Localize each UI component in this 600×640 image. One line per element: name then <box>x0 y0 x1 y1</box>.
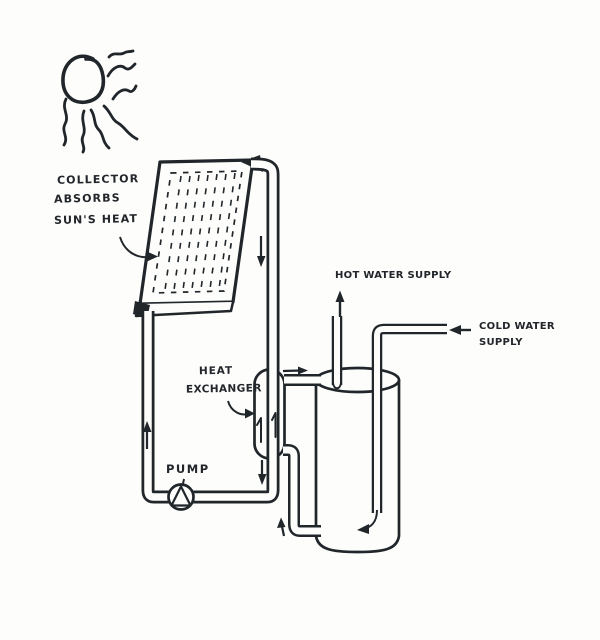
collector-absorber-lines <box>164 172 236 291</box>
heat-exchanger-flow-marks <box>256 412 277 443</box>
storage-tank <box>314 366 401 554</box>
left-arrow-cold-water <box>449 325 471 335</box>
heat-exchanger-label-line2: EXCHANGER <box>185 382 262 396</box>
cold-water-supply-label-line2: SUPPLY <box>479 337 523 348</box>
sun-rays <box>62 49 139 154</box>
up-arrow-hot-water <box>335 290 345 317</box>
circulation-pump <box>167 478 195 511</box>
solar-collector-panel <box>133 155 263 319</box>
heat-exchanger-label-line1: HEAT <box>198 364 234 378</box>
heat-exchanger-arrow <box>227 400 255 419</box>
hot-water-supply-label: HOT WATER SUPPLY <box>335 270 452 281</box>
collector-note-line2: ABSORBS <box>53 191 121 206</box>
up-arrow-left-pipe <box>143 421 152 449</box>
collector-inner-dashed-border <box>152 170 243 294</box>
tank-top-ellipse <box>314 366 401 394</box>
up-arrow-return-pipe <box>277 517 286 537</box>
tank-body <box>314 380 401 554</box>
pump-triangle <box>170 485 192 507</box>
tank-to-exchanger-return-pipe <box>282 444 321 537</box>
cold-water-supply-label-line1: COLD WATER <box>479 321 555 332</box>
pump-label: PUMP <box>166 462 210 476</box>
collector-note-line1: COLLECTOR <box>56 172 140 187</box>
right-arrow-into-tank <box>282 366 308 375</box>
annotation-arrows <box>119 236 255 419</box>
hot-pipe-open-end <box>332 382 342 390</box>
hot-water-supply-pipe <box>331 316 343 390</box>
collector-loop-pipe <box>141 157 280 504</box>
flow-direction-arrows <box>143 236 471 537</box>
down-arrow-right-pipe-upper <box>257 236 266 267</box>
down-arrow-right-pipe-lower <box>258 460 267 485</box>
collector-note-line3: SUN'S HEAT <box>53 212 139 227</box>
cold-pipe-outlet-arrowhead <box>357 524 369 534</box>
pump-label-leader <box>181 478 185 487</box>
sun-icon <box>61 49 139 154</box>
cold-water-supply-pipe <box>357 323 447 534</box>
collector-note-arrow <box>119 236 158 262</box>
